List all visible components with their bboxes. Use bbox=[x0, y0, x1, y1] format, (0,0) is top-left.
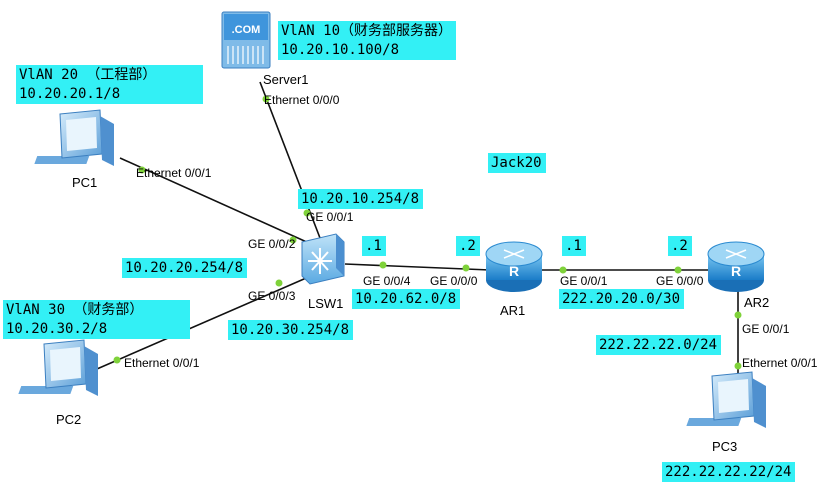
port-dot-pc2 bbox=[113, 356, 121, 364]
port-dot-pc3 bbox=[734, 362, 742, 370]
gw10-label: 10.20.10.254/8 bbox=[298, 189, 424, 209]
link-pc1-lsw1 bbox=[119, 157, 321, 249]
net222-22-label: 222.22.22.0/24 bbox=[596, 335, 722, 355]
ar1-g0-label: GE 0/0/0 bbox=[430, 274, 478, 288]
switch-icon[interactable] bbox=[301, 233, 345, 285]
author-label: Jack20 bbox=[488, 153, 546, 173]
port-dots bbox=[113, 95, 742, 370]
port-dot-lsw-g2 bbox=[289, 236, 297, 244]
vlan30-label: VlAN 30 （财务部） 10.20.30.2/8 bbox=[3, 300, 190, 339]
gw30-label: 10.20.30.254/8 bbox=[228, 320, 354, 340]
router-ar1-icon[interactable]: R bbox=[485, 241, 543, 292]
port-dot-ar1-g1 bbox=[559, 266, 567, 274]
vlan10-ip: 10.20.10.100/8 bbox=[281, 42, 400, 58]
server-icon[interactable]: .COM bbox=[221, 11, 271, 69]
port-dot-lsw-g4 bbox=[379, 261, 387, 269]
pc3-icon[interactable] bbox=[686, 371, 766, 428]
lsw-g3-label: GE 0/0/3 bbox=[248, 289, 296, 303]
net62-label: 10.20.62.0/8 bbox=[352, 289, 461, 309]
pc2-port-label: Ethernet 0/0/1 bbox=[124, 356, 200, 370]
port-dot-ar2-g1 bbox=[734, 311, 742, 319]
port-dot-lsw-g3 bbox=[275, 279, 283, 287]
vlan20-title: VlAN 20 （工程部） bbox=[19, 67, 157, 83]
vlan20-label: VlAN 20 （工程部） 10.20.20.1/8 bbox=[16, 65, 203, 104]
pc2-icon[interactable] bbox=[18, 339, 98, 396]
router-ar2-icon[interactable]: R bbox=[707, 241, 765, 292]
dot1-ar1-label: .1 bbox=[562, 236, 586, 256]
ar2-name: AR2 bbox=[744, 295, 770, 310]
port-dot-lsw-g1 bbox=[303, 209, 311, 217]
pc1-icon[interactable] bbox=[34, 109, 114, 166]
port-dot-ar1-g0 bbox=[462, 264, 470, 272]
link-pc2-lsw1 bbox=[89, 271, 321, 373]
ar2-g1-label: GE 0/0/1 bbox=[742, 322, 790, 336]
net222-20-label: 222.20.20.0/30 bbox=[559, 289, 685, 309]
pc2-name: PC2 bbox=[56, 412, 82, 427]
server-badge: .COM bbox=[232, 24, 261, 36]
gw20-label: 10.20.20.254/8 bbox=[122, 258, 248, 278]
server1-name: Server1 bbox=[263, 72, 309, 87]
pc1-name: PC1 bbox=[72, 175, 98, 190]
pc1-port-label: Ethernet 0/0/1 bbox=[136, 166, 212, 180]
pc3-ip-label: 222.22.22.22/24 bbox=[662, 462, 796, 482]
pc3-port-label: Ethernet 0/0/1 bbox=[742, 356, 818, 370]
lsw1-name: LSW1 bbox=[308, 296, 344, 311]
ar1-name: AR1 bbox=[500, 303, 526, 318]
server-port-label: Ethernet 0/0/0 bbox=[264, 93, 340, 107]
svg-text:R: R bbox=[731, 263, 741, 279]
vlan20-ip: 10.20.20.1/8 bbox=[19, 86, 121, 102]
port-dot-ar2-g0 bbox=[674, 266, 682, 274]
ar2-g0-label: GE 0/0/0 bbox=[656, 274, 704, 288]
vlan10-label: VlAN 10（财务部服务器） 10.20.10.100/8 bbox=[278, 21, 457, 60]
vlan10-title: VlAN 10（财务部服务器） bbox=[281, 23, 453, 39]
dot1-lsw-label: .1 bbox=[362, 236, 386, 256]
dot2-ar2-label: .2 bbox=[668, 236, 692, 256]
dot2-ar1-label: .2 bbox=[456, 236, 480, 256]
ar1-g1-label: GE 0/0/1 bbox=[560, 274, 608, 288]
pc3-name: PC3 bbox=[712, 439, 738, 454]
vlan30-title: VlAN 30 （财务部） bbox=[6, 302, 144, 318]
port-dot-server1 bbox=[262, 95, 270, 103]
lsw-g1-label: GE 0/0/1 bbox=[306, 210, 354, 224]
svg-text:R: R bbox=[509, 263, 519, 279]
port-dot-pc1 bbox=[138, 166, 146, 174]
lsw-g4-label: GE 0/0/4 bbox=[363, 274, 411, 288]
lsw-g2-label: GE 0/0/2 bbox=[248, 237, 296, 251]
vlan30-ip: 10.20.30.2/8 bbox=[6, 321, 108, 337]
